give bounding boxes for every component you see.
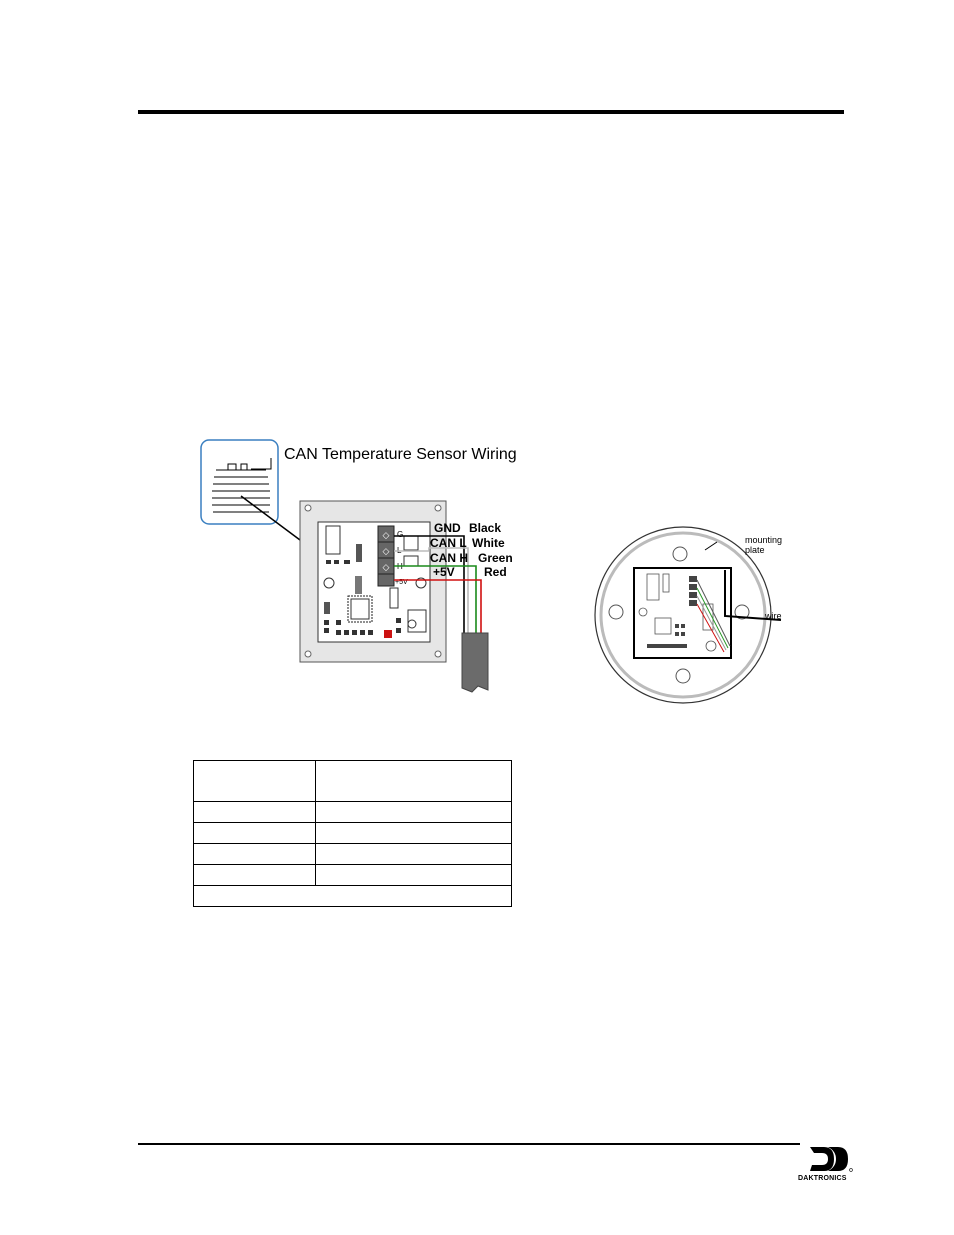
table-row — [193, 864, 512, 886]
table-header-row — [193, 760, 512, 802]
svg-text:◇: ◇ — [383, 530, 390, 540]
signal-label-can-l: CAN L — [430, 536, 467, 550]
wire-label-green: Green — [478, 551, 513, 565]
table-cell — [315, 760, 512, 802]
daktronics-logo-icon — [810, 1147, 853, 1172]
signal-label-can-h: CAN H — [430, 551, 468, 565]
terminal-label-g: G — [397, 530, 403, 539]
table-row — [193, 801, 512, 823]
figure-title: CAN Temperature Sensor Wiring — [284, 446, 517, 463]
radiation-shield-icon — [212, 458, 301, 541]
table-row — [193, 843, 512, 865]
signal-label-gnd: GND — [434, 521, 461, 535]
table-cell — [193, 843, 316, 865]
footer-rule — [138, 1143, 800, 1145]
table-cell — [193, 801, 316, 823]
svg-text:◇: ◇ — [383, 546, 390, 556]
mounting-label: mounting — [745, 535, 782, 545]
table-cell — [315, 822, 512, 844]
wiring-diagram: ◇ ◇ ◇ G L H +5V GND Black CAN L White CA… — [200, 439, 513, 693]
terminal-block: ◇ ◇ ◇ — [377, 525, 395, 587]
plate-label: plate — [745, 545, 765, 555]
table-row — [193, 822, 512, 844]
table-cell — [193, 885, 512, 907]
wire-label: wire — [764, 611, 782, 621]
wire-table — [193, 760, 512, 907]
table-cell — [315, 843, 512, 865]
table-cell — [193, 864, 316, 886]
wire-label-white: White — [472, 536, 505, 550]
wire-label-black: Black — [469, 521, 501, 535]
sensor-icon-frame — [200, 439, 279, 525]
signal-label-5v: +5V — [433, 565, 455, 579]
table-cell — [193, 760, 316, 802]
table-footer-row — [193, 885, 512, 907]
svg-text:◇: ◇ — [383, 562, 390, 572]
table-cell — [315, 864, 512, 886]
table-cell — [193, 822, 316, 844]
table-cell — [315, 801, 512, 823]
header-rule — [138, 110, 844, 114]
brand-name: DAKTRONICS — [798, 1175, 847, 1182]
terminal-label-5v: +5V — [395, 579, 408, 586]
wire-label-red: Red — [484, 565, 507, 579]
mounting-diagram: mounting plate wire — [594, 526, 782, 704]
